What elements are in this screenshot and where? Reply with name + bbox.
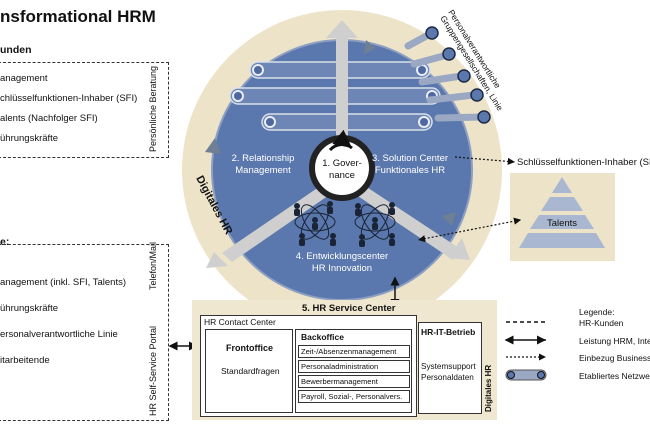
governance-label: 1. Gover- [322,158,362,169]
involvement-connector [417,217,522,243]
sfi-label: Schlüsselfunktionen-Inhaber (SF [517,157,650,168]
digital-hr-side-label: Digitales HR [484,364,493,412]
backoffice-item: Payroll, Sozial-, Personalvers. [298,390,410,403]
list-item: ersonalverantwortliche Linie [0,329,118,340]
page-title: nsformational HRM [0,7,156,26]
hr-it-label: HR-IT-Betrieb [421,327,476,337]
contact-center-label: HR Contact Center [204,317,276,327]
frontoffice-label: Frontoffice [226,343,273,353]
hr-it-box [418,322,482,414]
personal-advice-box [0,62,169,158]
legend-network-icon [505,369,547,381]
backoffice-item: Zeit-/Absenzenmanagement [298,345,410,358]
relationship-label: 2. Relationship [232,153,295,164]
self-service-box [0,244,169,421]
standard-questions-label: Standardfragen [221,366,280,376]
list-item: chlüsselfunktionen-Inhaber (SFI) [0,93,138,104]
backoffice-item: Personaladministration [298,360,410,373]
group-company-nodes [425,26,491,124]
spoke-arrow-icon [326,20,358,38]
list-item: anagement (inkl. SFI, Talents) [0,277,127,288]
person-icons [294,201,395,247]
solution-label: 3. Solution Center [372,153,448,164]
list-item: alents (Nachfolger SFI) [0,113,98,124]
solution-label: Funktionales HR [375,165,445,176]
legend-title: Legende: [579,307,615,317]
spoke-arrow-icon [448,238,470,260]
legend-item: Etabliertes Netzwerk [579,371,650,381]
frontoffice-box [205,329,293,413]
spoke-arrow-icon [206,252,228,268]
legend-item: HR-Kunden [579,318,624,328]
rotation-arrow-icon [205,138,221,154]
legend-item: Leistung HRM, Inter [579,336,650,346]
customers-heading: unden [0,44,32,56]
hr-it-text: Systemsupport [421,362,476,371]
backoffice-item: Bewerbermanagement [298,375,410,388]
backoffice-label: Backoffice [301,332,344,342]
network-nodes [232,64,438,128]
line-network [404,30,486,122]
governance-label: nance [329,170,355,181]
list-item: ührungskräfte [0,303,59,314]
rotation-arrow-icon [364,40,376,54]
talents-label: Talents [547,218,577,229]
legend-item: Einbezug Business [579,353,650,363]
development-label: 4. Entwicklungscenter [296,251,388,262]
refresh-icon [328,129,353,152]
relationship-label: Management [235,165,291,176]
backoffice-box [295,329,412,413]
target-heading: e: [0,236,10,248]
list-item: anagement [0,73,48,84]
development-label: HR Innovation [312,263,372,274]
service-center-title: 5. HR Service Center [302,303,396,314]
talent-pyramid [519,177,605,248]
list-item: ührungskräfte [0,133,59,144]
hr-it-text: Personaldaten [421,373,474,382]
list-item: itarbeitende [0,355,50,366]
